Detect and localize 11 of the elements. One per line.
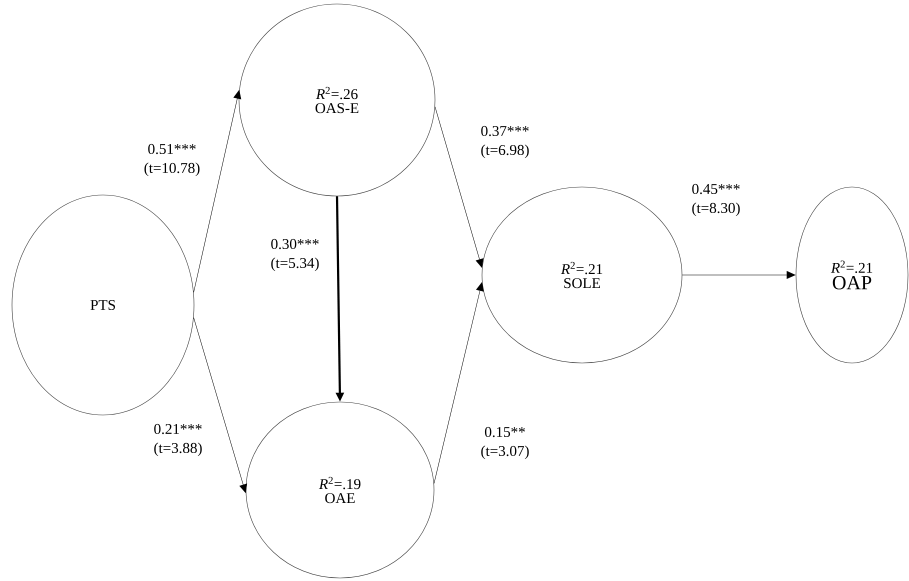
arrow (682, 271, 796, 279)
edge-label: 0.30*** (t=5.34) (271, 238, 319, 272)
edge-label: 0.21*** (t=3.88) (154, 424, 202, 456)
edge-label: 0.15** (t=3.07) (481, 426, 529, 460)
arrow (434, 106, 484, 268)
edge-label: 0.37*** (t=6.98) (481, 126, 529, 158)
arrow (434, 282, 484, 484)
arrow (193, 318, 248, 493)
edge-label: 0.45*** (t=8.30) (692, 184, 740, 216)
arrow (193, 90, 242, 292)
edge-label: 0.51*** (t=10.78) (144, 144, 200, 176)
